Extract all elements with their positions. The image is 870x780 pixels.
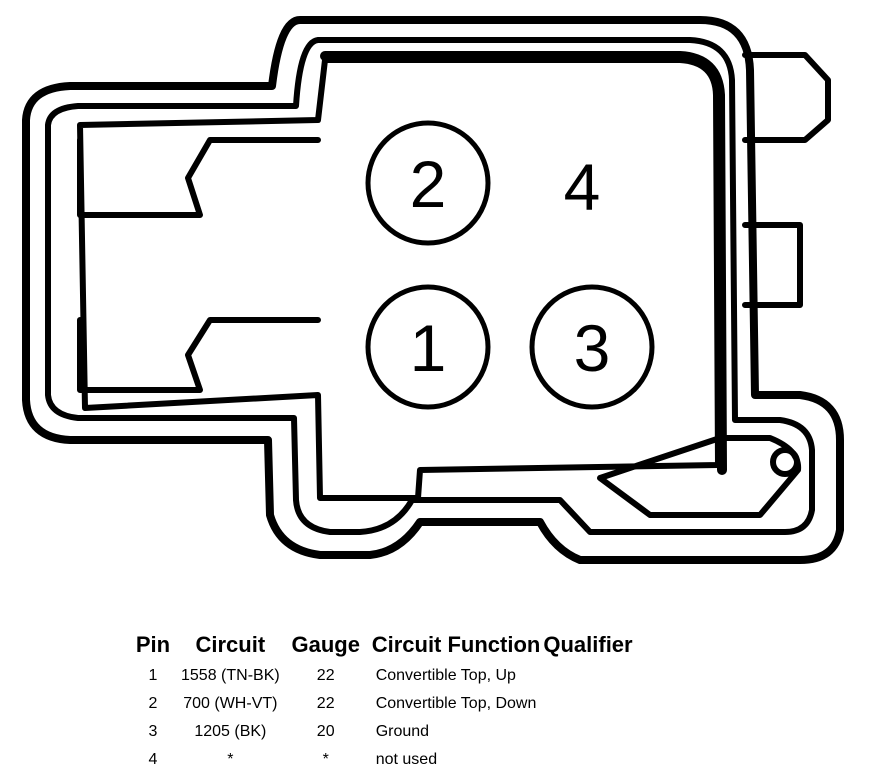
pin-3-label: 3 <box>574 311 611 385</box>
pin-1-label: 1 <box>410 311 447 385</box>
row-1-pin: 1 <box>148 667 158 684</box>
row-2-pin: 2 <box>148 695 158 712</box>
header-gauge: Gauge <box>291 632 360 657</box>
pin-assignment-table: Pin Circuit Gauge Circuit Function Quali… <box>128 630 636 774</box>
connector-face-diagram: 2 4 1 3 <box>22 16 844 564</box>
pin-3-circle <box>529 284 655 410</box>
header-circuit: Circuit <box>195 632 266 657</box>
header-qualifier: Qualifier <box>543 632 633 657</box>
table-row: 1 1558 (TN-BK) 22 Convertible Top, Up <box>128 662 636 690</box>
table-row: 2 700 (WH-VT) 22 Convertible Top, Down <box>128 690 636 718</box>
left-latch-upper <box>77 137 321 218</box>
row-4-function: not used <box>375 751 438 768</box>
row-4-gauge: * <box>322 751 329 768</box>
table-row: 4 * * not used <box>128 746 636 774</box>
bottom-right-latch <box>597 435 802 518</box>
pin-4-label: 4 <box>564 150 601 224</box>
cavity-heavy-edge <box>320 51 727 475</box>
row-4-pin: 4 <box>148 751 158 768</box>
pin-1-circle <box>365 284 491 410</box>
table-row: 3 1205 (BK) 20 Ground <box>128 718 636 746</box>
row-1-circuit: 1558 (TN-BK) <box>181 667 280 684</box>
row-4-circuit: * <box>227 751 234 768</box>
row-1-gauge: 22 <box>316 667 335 684</box>
right-middle-tab <box>742 222 803 308</box>
row-2-circuit: 700 (WH-VT) <box>183 695 278 712</box>
row-3-function: Ground <box>375 723 430 740</box>
pin-2-circle <box>365 120 491 246</box>
row-3-pin: 3 <box>148 723 158 740</box>
row-2-function: Convertible Top, Down <box>375 695 537 712</box>
header-pin: Pin <box>135 632 171 657</box>
row-3-circuit: 1205 (BK) <box>194 723 267 740</box>
latch-hole <box>770 447 800 477</box>
row-2-gauge: 22 <box>316 695 335 712</box>
housing-outer-outline <box>22 16 844 564</box>
row-1-function: Convertible Top, Up <box>375 667 516 684</box>
pin-cavity-outline <box>77 57 721 501</box>
top-right-tab <box>742 52 831 143</box>
housing-inner-outline <box>45 37 815 535</box>
header-function: Circuit Function <box>371 632 541 657</box>
left-latch-lower <box>77 317 321 393</box>
table-header-row: Pin Circuit Gauge Circuit Function Quali… <box>128 630 636 662</box>
row-3-gauge: 20 <box>316 723 335 740</box>
pin-2-label: 2 <box>410 147 447 221</box>
